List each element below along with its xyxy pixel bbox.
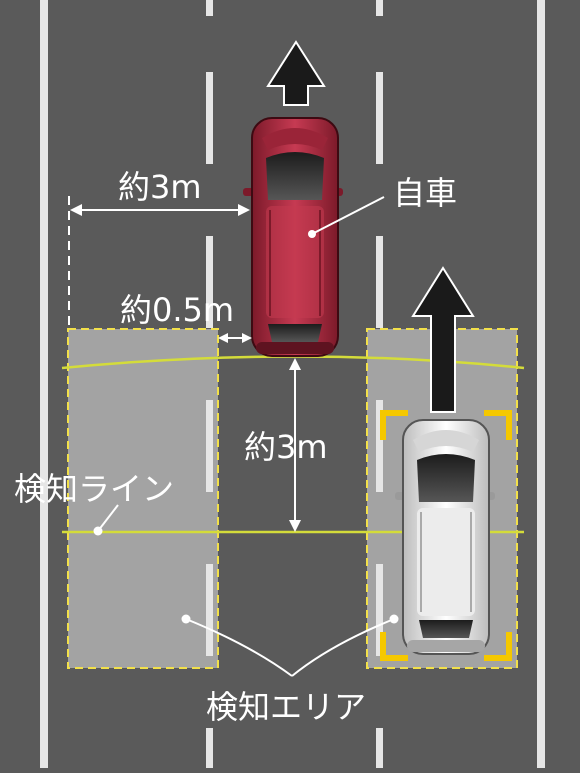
rear-gap-dimension <box>289 358 301 532</box>
detection-area-label: 検知エリア <box>206 688 366 726</box>
detection-area-leader-dot <box>181 614 191 624</box>
own-car-label: 自車 <box>393 174 457 212</box>
detection-line-label: 検知ライン <box>14 470 174 508</box>
own-car <box>243 117 343 357</box>
rear-gap-label: 約3m <box>244 428 328 466</box>
side-gap-label: 約0.5m <box>120 291 234 329</box>
arrow-up-icon <box>411 266 475 413</box>
detection-line-leader <box>97 504 119 532</box>
detection-area-leader-dot <box>389 614 399 624</box>
detection-area-leader-left <box>185 618 293 677</box>
warning-bracket <box>380 410 512 661</box>
lane-divider-left <box>206 0 213 768</box>
width-gap-label: 約3m <box>118 168 202 206</box>
lane-divider-right <box>376 0 383 768</box>
width-dimension <box>70 204 250 216</box>
side-gap-dimension <box>218 333 252 343</box>
own-car-leader <box>311 196 385 235</box>
detection-line-leader-dot <box>93 526 103 536</box>
road-edge-line-right <box>537 0 545 768</box>
detection-area-left <box>67 328 219 669</box>
own-car-leader-dot <box>308 230 316 238</box>
arrow-up-icon <box>266 40 326 106</box>
road-edge-line-left <box>40 0 48 768</box>
other-car <box>395 419 495 655</box>
detection-area-leader-right <box>291 618 395 677</box>
